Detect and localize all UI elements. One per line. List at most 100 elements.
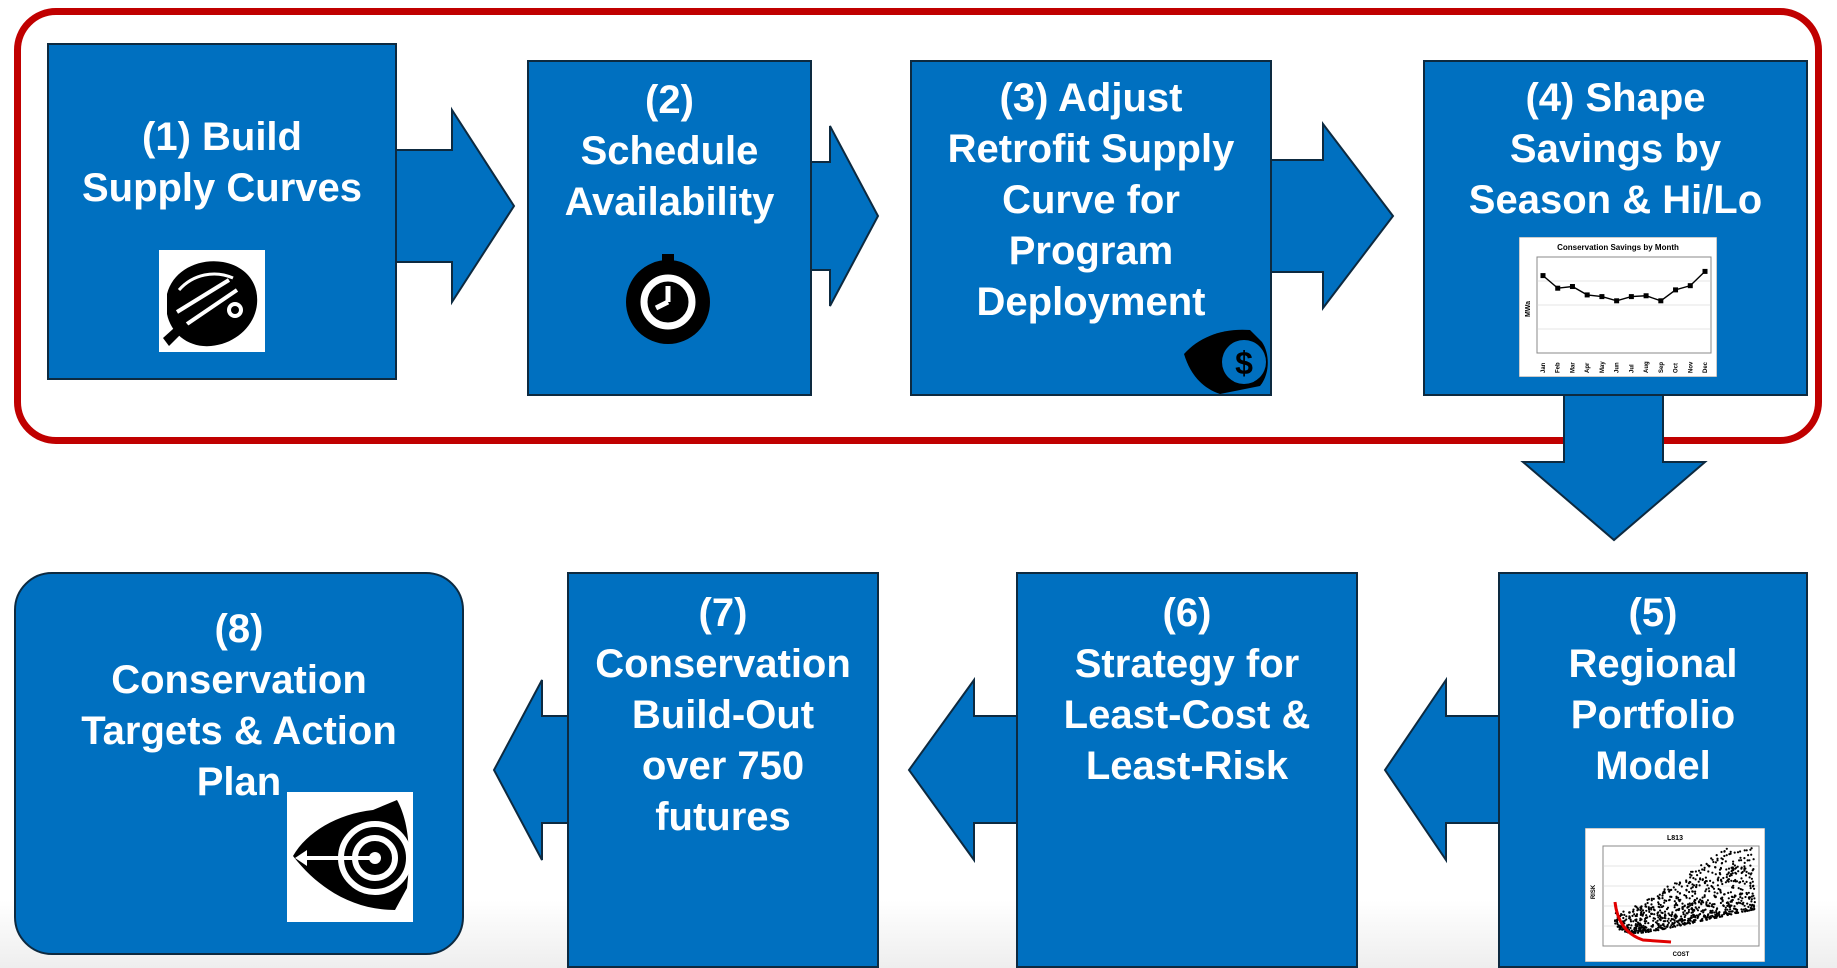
- scatter-point: [1751, 880, 1754, 883]
- scatter-point: [1712, 906, 1715, 909]
- scatter-point: [1697, 880, 1700, 883]
- scatter-point: [1638, 923, 1641, 926]
- scatter-point: [1694, 870, 1697, 873]
- step-8-box: (8) Conservation Targets & Action Plan: [14, 572, 464, 955]
- scatter-point: [1662, 923, 1665, 926]
- monthly-chart-title: Conservation Savings by Month: [1557, 243, 1679, 252]
- scatter-point: [1680, 885, 1683, 888]
- scatter-point: [1657, 916, 1660, 919]
- scatter-point: [1688, 902, 1691, 905]
- scatter-point: [1743, 849, 1746, 852]
- scatter-point: [1667, 888, 1670, 891]
- scatter-point: [1650, 903, 1653, 906]
- monthly-point-jan: [1540, 273, 1546, 279]
- efficient-frontier-line: [1613, 901, 1672, 944]
- scatter-point: [1716, 907, 1719, 910]
- scatter-point: [1651, 925, 1654, 928]
- scatter-point: [1716, 884, 1719, 887]
- scatter-point: [1644, 930, 1647, 934]
- step-3-line-4: Program: [1008, 229, 1174, 273]
- scatter-point: [1667, 921, 1670, 924]
- scatter-point: [1652, 919, 1655, 922]
- scatter-point: [1719, 867, 1722, 870]
- scatter-point: [1725, 873, 1729, 876]
- scatter-point: [1730, 879, 1733, 882]
- scatter-point: [1733, 905, 1736, 908]
- step-3-line-3: Curve for: [1002, 178, 1180, 222]
- scatter-point: [1740, 859, 1743, 862]
- scatter-point: [1724, 860, 1727, 863]
- scatter-point: [1725, 876, 1728, 879]
- scatter-point: [1630, 924, 1633, 927]
- monthly-point-aug: [1643, 293, 1649, 299]
- scatter-point: [1709, 915, 1712, 918]
- scatter-point: [1682, 923, 1685, 926]
- scatter-point: [1639, 911, 1643, 915]
- scatter-point: [1701, 878, 1704, 882]
- scatter-point: [1696, 916, 1699, 920]
- scatter-point: [1631, 931, 1634, 934]
- scatter-point: [1743, 867, 1746, 870]
- scatter-point: [1693, 909, 1696, 912]
- monthly-tick-label: Mar: [1570, 362, 1576, 373]
- money-bag-icon: $: [1184, 329, 1268, 394]
- scatter-point: [1748, 859, 1751, 862]
- step-7-line-2: Conservation: [595, 642, 851, 686]
- scatter-point: [1635, 913, 1639, 916]
- scatter-point: [1723, 854, 1726, 858]
- scatter-point: [1656, 914, 1659, 917]
- scatter-point: [1633, 928, 1636, 931]
- monthly-point-oct: [1673, 287, 1679, 293]
- arrow-7-to-8: [492, 679, 571, 861]
- highlight-frame: [14, 8, 1822, 444]
- scatter-point: [1619, 927, 1622, 930]
- scatter-point: [1657, 901, 1660, 904]
- scatter-point: [1728, 910, 1731, 913]
- scatter-point: [1670, 888, 1673, 891]
- scatter-point: [1753, 901, 1756, 904]
- scatter-point: [1647, 930, 1650, 933]
- scatter-point: [1728, 874, 1731, 878]
- scatter-point: [1657, 923, 1660, 926]
- scatter-point: [1640, 918, 1643, 921]
- scatter-point: [1691, 920, 1694, 923]
- scatter-point: [1732, 862, 1735, 866]
- scatter-point: [1653, 929, 1656, 932]
- scatter-point: [1685, 896, 1688, 899]
- scatter-point: [1711, 871, 1714, 874]
- scatter-point: [1722, 913, 1725, 916]
- scatter-point: [1747, 891, 1750, 894]
- step-2-line-3: Availability: [564, 180, 775, 224]
- scatter-point: [1745, 880, 1748, 883]
- scatter-point: [1687, 905, 1690, 908]
- scatter-point: [1670, 914, 1673, 918]
- scatter-point: [1616, 925, 1619, 928]
- scatter-point: [1675, 895, 1678, 898]
- scatter-point: [1748, 876, 1751, 879]
- scatter-point: [1677, 896, 1680, 899]
- scatter-point: [1670, 913, 1674, 916]
- scatter-point: [1687, 910, 1690, 914]
- scatter-point: [1685, 879, 1688, 882]
- scatter-point: [1737, 898, 1740, 901]
- scatter-point: [1737, 887, 1740, 890]
- scatter-point: [1695, 883, 1698, 887]
- scatter-point: [1708, 865, 1711, 868]
- scatter-point: [1739, 896, 1742, 899]
- arrow-2-to-3: [809, 125, 880, 307]
- scatter-point: [1663, 910, 1667, 913]
- scatter-point: [1686, 903, 1690, 906]
- scatter-point: [1661, 911, 1664, 915]
- step-2-line-1: (2): [645, 78, 694, 122]
- scatter-point: [1678, 922, 1681, 925]
- scatter-point: [1705, 888, 1708, 891]
- scatter-point: [1626, 924, 1629, 927]
- scatter-point: [1678, 892, 1681, 895]
- step-7-box: (7) Conservation Build-Out over 750 futu…: [567, 572, 879, 968]
- scatter-point: [1639, 913, 1642, 916]
- step-5-line-1: (5): [1628, 591, 1678, 635]
- scatter-point: [1739, 856, 1742, 859]
- scatter-point: [1657, 924, 1660, 928]
- scatter-point: [1696, 874, 1699, 877]
- scatter-point: [1669, 926, 1672, 929]
